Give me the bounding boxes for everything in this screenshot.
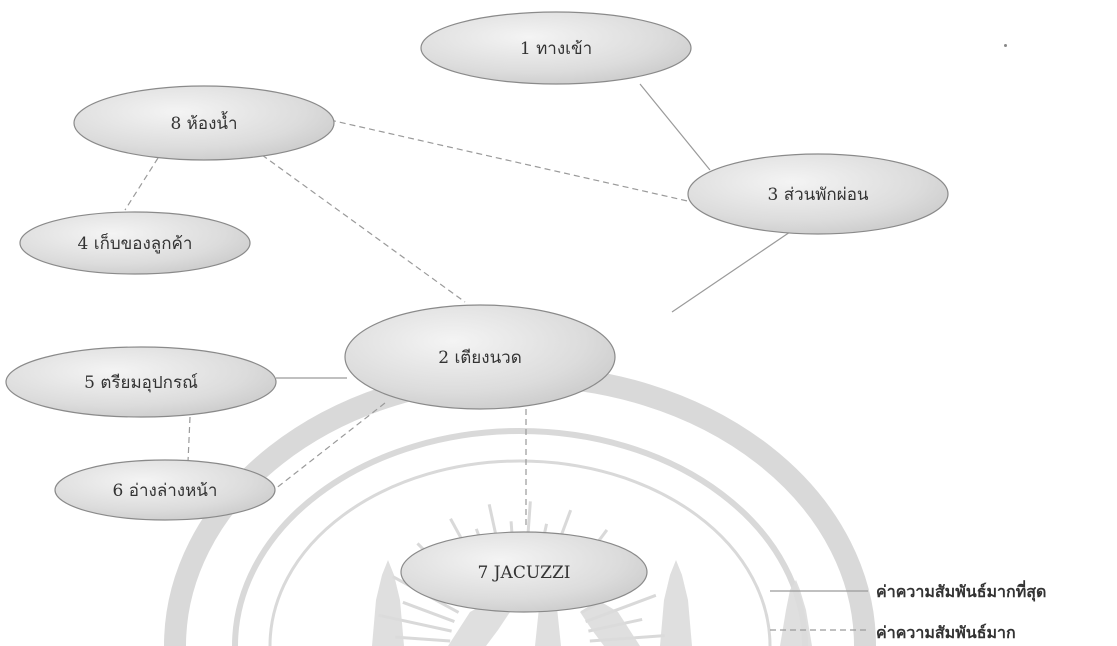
node-ellipse — [400, 531, 648, 613]
node-name: ส่วนพักผ่อน — [784, 185, 869, 205]
node-number: 1 — [520, 39, 536, 59]
node-name: ห้องน้ำ — [187, 111, 238, 134]
node-ellipse — [19, 211, 251, 275]
node-3: 3 ส่วนพักผ่อน — [687, 153, 949, 235]
node-5: 5 ตรียมอุปกรณ์ — [5, 346, 277, 418]
node-ellipse — [54, 459, 276, 521]
node-ellipse — [73, 85, 335, 161]
node-label: 6 อ่างล่างหน้า — [113, 481, 218, 501]
node-number: 7 — [478, 563, 494, 583]
node-number: 8 — [170, 114, 186, 134]
node-number: 2 — [438, 348, 454, 368]
node-name: อ่างล่างหน้า — [129, 481, 218, 501]
node-label: 2 เตียงนวด — [438, 348, 522, 368]
node-number: 6 — [113, 481, 129, 501]
edge-n8-n2 — [261, 154, 466, 303]
node-ellipse — [5, 346, 277, 418]
edge-n8-n4 — [124, 157, 159, 211]
node-name: ทางเข้า — [536, 39, 592, 59]
node-4: 4 เก็บของลูกค้า — [19, 211, 251, 275]
node-label: 3 ส่วนพักผ่อน — [767, 185, 868, 205]
node-name: JACUZZI — [492, 563, 571, 583]
edge-n5-n6 — [187, 416, 191, 463]
edge-n8-n3 — [329, 119, 693, 203]
node-name: เตียงนวด — [454, 348, 521, 368]
node-6: 6 อ่างล่างหน้า — [54, 459, 276, 521]
node-label: 4 เก็บของลูกค้า — [78, 232, 193, 254]
node-label: 8 ห้องน้ำ — [170, 111, 237, 134]
stray-dot — [1004, 44, 1007, 47]
edges-layer — [124, 83, 791, 527]
node-7: 7 JACUZZI — [400, 531, 648, 613]
legend-label-strong: ค่าความสัมพันธ์มาก — [876, 623, 1016, 642]
node-name: เก็บของลูกค้า — [94, 232, 193, 254]
node-name: ตรียมอุปกรณ์ — [100, 373, 198, 393]
node-8: 8 ห้องน้ำ — [73, 85, 335, 161]
watermark-ray — [395, 635, 451, 643]
node-ellipse — [420, 11, 692, 85]
node-number: 5 — [84, 373, 100, 393]
node-ellipse — [344, 304, 616, 410]
edge-n3-n2 — [671, 231, 791, 313]
node-ellipse — [687, 153, 949, 235]
nodes-layer: 1 ทางเข้า 2 เตียงนวด 3 ส่วนพักผ่อน 4 เก็บขอ… — [5, 11, 949, 613]
legend: ค่าความสัมพันธ์มากที่สุด ค่าความสัมพันธ์… — [770, 580, 1046, 642]
node-label: 1 ทางเข้า — [520, 39, 592, 59]
legend-label-strongest: ค่าความสัมพันธ์มากที่สุด — [876, 580, 1046, 602]
edge-n1-n3 — [639, 83, 711, 171]
node-2: 2 เตียงนวด — [344, 304, 616, 410]
watermark-ray — [402, 600, 455, 623]
node-label: 5 ตรียมอุปกรณ์ — [84, 373, 198, 393]
node-number: 4 — [78, 234, 94, 254]
node-number: 3 — [767, 185, 783, 205]
edge-n6-n2 — [269, 402, 386, 494]
node-1: 1 ทางเข้า — [420, 11, 692, 85]
node-label: 7 JACUZZI — [478, 563, 571, 583]
